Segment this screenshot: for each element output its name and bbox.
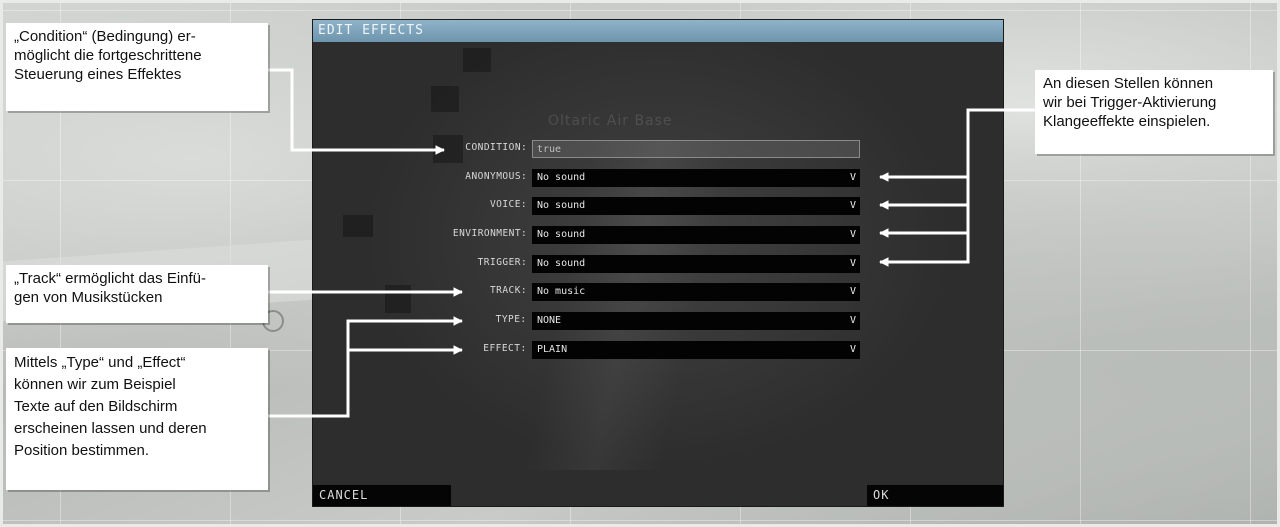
- annotation-line: „Track“ ermöglicht das Einfü-: [14, 270, 206, 287]
- condition-label: CONDITION:: [465, 142, 527, 153]
- chevron-down-icon[interactable]: V: [849, 315, 857, 326]
- chevron-down-icon[interactable]: V: [849, 344, 857, 355]
- annotation-line: Texte auf den Bildschirm: [14, 398, 178, 415]
- annotation-line: Mittels „Type“ und „Effect“: [14, 354, 186, 371]
- environment-select[interactable]: No sound: [532, 226, 860, 244]
- track-row: TRACK: No music V: [313, 283, 1003, 301]
- cancel-button[interactable]: CANCEL: [313, 485, 451, 506]
- trigger-label: TRIGGER:: [477, 257, 527, 268]
- type-label: TYPE:: [496, 314, 527, 325]
- annotation-line: Steuerung eines Effektes: [14, 66, 182, 83]
- anonymous-select[interactable]: No sound: [532, 169, 860, 187]
- map-location-label: Oltaric Air Base: [548, 113, 673, 129]
- voice-row: VOICE: No sound V: [313, 197, 1003, 215]
- effect-row: EFFECT: PLAIN V: [313, 341, 1003, 359]
- map-building: [431, 86, 459, 112]
- map-building: [463, 48, 491, 72]
- chevron-down-icon[interactable]: V: [849, 200, 857, 211]
- annotation-type-effect: Mittels „Type“ und „Effect“ können wir z…: [6, 348, 268, 490]
- trigger-select[interactable]: No sound: [532, 255, 860, 273]
- annotation-line: wir bei Trigger-Aktivierung: [1043, 94, 1217, 111]
- type-select[interactable]: NONE: [532, 312, 860, 330]
- annotation-line: gen von Musikstücken: [14, 289, 163, 306]
- trigger-row: TRIGGER: No sound V: [313, 255, 1003, 273]
- anonymous-row: ANONYMOUS: No sound V: [313, 169, 1003, 187]
- annotation-condition: „Condition“ (Bedingung) er- möglicht die…: [6, 23, 268, 111]
- annotation-track: „Track“ ermöglicht das Einfü- gen von Mu…: [6, 265, 268, 323]
- annotation-line: Position bestimmen.: [14, 442, 150, 459]
- type-row: TYPE: NONE V: [313, 312, 1003, 330]
- dialog-title: EDIT EFFECTS: [313, 20, 1003, 42]
- track-label: TRACK:: [489, 285, 527, 296]
- chevron-down-icon[interactable]: V: [849, 286, 857, 297]
- condition-row: CONDITION:: [313, 140, 1003, 158]
- anonymous-label: ANONYMOUS:: [465, 171, 527, 182]
- map-building: [343, 215, 373, 237]
- annotation-line: „Condition“ (Bedingung) er-: [14, 28, 196, 45]
- annotation-line: möglicht die fortgeschrittene: [14, 47, 202, 64]
- annotation-line: An diesen Stellen können: [1043, 75, 1214, 92]
- environment-label: ENVIRONMENT:: [452, 228, 527, 239]
- annotation-line: erscheinen lassen und deren: [14, 420, 207, 437]
- effect-label: EFFECT:: [483, 343, 527, 354]
- condition-input[interactable]: [532, 140, 860, 158]
- effect-select[interactable]: PLAIN: [532, 341, 860, 359]
- edit-effects-dialog: EDIT EFFECTS Oltaric Air Base CONDITION:…: [313, 20, 1003, 506]
- voice-select[interactable]: No sound: [532, 197, 860, 215]
- chevron-down-icon[interactable]: V: [849, 172, 857, 183]
- map-building: [385, 285, 411, 313]
- environment-row: ENVIRONMENT: No sound V: [313, 226, 1003, 244]
- annotation-line: Klangeeffekte einspielen.: [1043, 113, 1211, 130]
- annotation-line: können wir zum Beispiel: [14, 376, 176, 393]
- runway: [522, 140, 734, 470]
- ok-button[interactable]: OK: [867, 485, 1003, 506]
- chevron-down-icon[interactable]: V: [849, 258, 857, 269]
- voice-label: VOICE:: [489, 199, 527, 210]
- annotation-sounds: An diesen Stellen können wir bei Trigger…: [1035, 70, 1273, 154]
- chevron-down-icon[interactable]: V: [849, 229, 857, 240]
- track-select[interactable]: No music: [532, 283, 860, 301]
